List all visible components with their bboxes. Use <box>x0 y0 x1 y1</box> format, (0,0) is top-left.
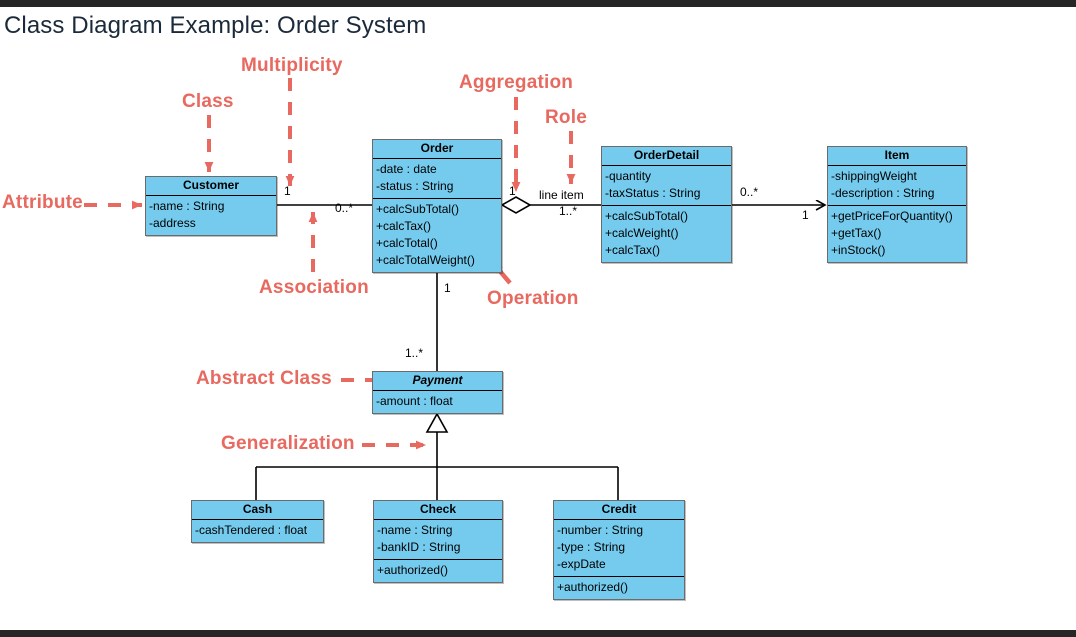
class-attributes-customer: -name : String -address <box>146 196 276 235</box>
class-name-customer: Customer <box>146 177 276 196</box>
class-attributes-cash: -cashTendered : float <box>192 520 323 542</box>
attribute-item: -name : String <box>149 199 225 213</box>
class-operations-credit: +authorized() <box>554 577 684 599</box>
edge-generalization <box>255 412 619 500</box>
attribute-item: -number : String <box>557 523 644 537</box>
operation-item: +getTax() <box>831 226 882 240</box>
annotation-operation: Operation <box>487 288 579 309</box>
class-name-orderdetail: OrderDetail <box>602 147 731 166</box>
multiplicity-customer-order-source: 1 <box>284 184 291 198</box>
operation-item: +calcWeight() <box>605 226 679 240</box>
class-box-customer[interactable]: Customer -name : String -address <box>145 176 277 236</box>
annotation-association: Association <box>259 277 369 298</box>
class-box-check[interactable]: Check -name : String -bankID : String +a… <box>373 500 503 583</box>
class-attributes-payment: -amount : float <box>373 391 502 413</box>
class-name-credit: Credit <box>554 501 684 520</box>
attribute-item: -taxStatus : String <box>605 186 701 200</box>
class-attributes-orderdetail: -quantity -taxStatus : String <box>602 166 731 206</box>
class-operations-item: +getPriceForQuantity() +getTax() +inStoc… <box>828 206 966 262</box>
class-box-orderdetail[interactable]: OrderDetail -quantity -taxStatus : Strin… <box>601 146 732 263</box>
class-attributes-credit: -number : String -type : String -expDate <box>554 520 684 577</box>
class-attributes-check: -name : String -bankID : String <box>374 520 502 560</box>
multiplicity-customer-order-target: 0..* <box>335 201 354 215</box>
attribute-item: -shippingWeight <box>831 169 917 183</box>
class-name-check: Check <box>374 501 502 520</box>
annotation-abstract-class: Abstract Class <box>196 368 332 389</box>
multiplicity-detail-item-target: 1 <box>802 208 809 222</box>
annotation-multiplicity: Multiplicity <box>241 55 343 76</box>
annotation-role: Role <box>545 107 587 128</box>
multiplicity-order-payment-source: 1 <box>444 281 451 295</box>
operation-item: +authorized() <box>557 580 629 594</box>
page-title: Class Diagram Example: Order System <box>4 12 427 39</box>
class-box-credit[interactable]: Credit -number : String -type : String -… <box>553 500 685 600</box>
annotation-aggregation: Aggregation <box>459 72 574 93</box>
class-box-order[interactable]: Order -date : date -status : String +cal… <box>372 139 502 273</box>
class-box-item[interactable]: Item -shippingWeight -description : Stri… <box>827 146 967 263</box>
class-name-payment: Payment <box>373 372 502 391</box>
frame-bottom-border <box>0 630 1076 637</box>
class-operations-check: +authorized() <box>374 560 502 582</box>
operation-item: +calcTotalWeight() <box>376 253 475 267</box>
attribute-item: -address <box>149 216 196 230</box>
frame-top-border <box>0 0 1076 7</box>
class-name-cash: Cash <box>192 501 323 520</box>
annotation-generalization: Generalization <box>221 433 355 454</box>
class-attributes-order: -date : date -status : String <box>373 159 501 199</box>
class-box-payment[interactable]: Payment -amount : float <box>372 371 503 414</box>
attribute-item: -date : date <box>376 162 437 176</box>
operation-item: +calcTax() <box>376 219 432 233</box>
attribute-item: -quantity <box>605 169 652 183</box>
operation-item: +calcSubTotal() <box>376 202 460 216</box>
operation-item: +calcTotal() <box>376 236 438 250</box>
operation-item: +calcSubTotal() <box>605 209 689 223</box>
attribute-item: -status : String <box>376 179 454 193</box>
role-label-line-item: line item <box>539 188 584 202</box>
class-operations-order: +calcSubTotal() +calcTax() +calcTotal() … <box>373 199 501 272</box>
attribute-item: -description : String <box>831 186 935 200</box>
multiplicity-detail-item-source: 0..* <box>740 185 759 199</box>
class-attributes-item: -shippingWeight -description : String <box>828 166 966 206</box>
operation-item: +authorized() <box>377 563 449 577</box>
class-name-item: Item <box>828 147 966 166</box>
attribute-item: -bankID : String <box>377 540 461 554</box>
class-operations-orderdetail: +calcSubTotal() +calcWeight() +calcTax() <box>602 206 731 262</box>
operation-item: +inStock() <box>831 243 886 257</box>
class-box-cash[interactable]: Cash -cashTendered : float <box>191 500 324 543</box>
attribute-item: -name : String <box>377 523 453 537</box>
attribute-item: -amount : float <box>376 394 453 408</box>
operation-item: +getPriceForQuantity() <box>831 209 953 223</box>
attribute-item: -expDate <box>557 557 606 571</box>
operation-item: +calcTax() <box>605 243 661 257</box>
multiplicity-order-detail-source: 1 <box>509 184 516 198</box>
class-name-order: Order <box>373 140 501 159</box>
annotation-attribute: Attribute <box>2 192 83 213</box>
multiplicity-order-payment-target: 1..* <box>405 346 424 360</box>
multiplicity-order-detail-target: 1..* <box>559 204 578 218</box>
attribute-item: -cashTendered : float <box>195 523 308 537</box>
annotation-class: Class <box>182 91 234 112</box>
attribute-item: -type : String <box>557 540 626 554</box>
